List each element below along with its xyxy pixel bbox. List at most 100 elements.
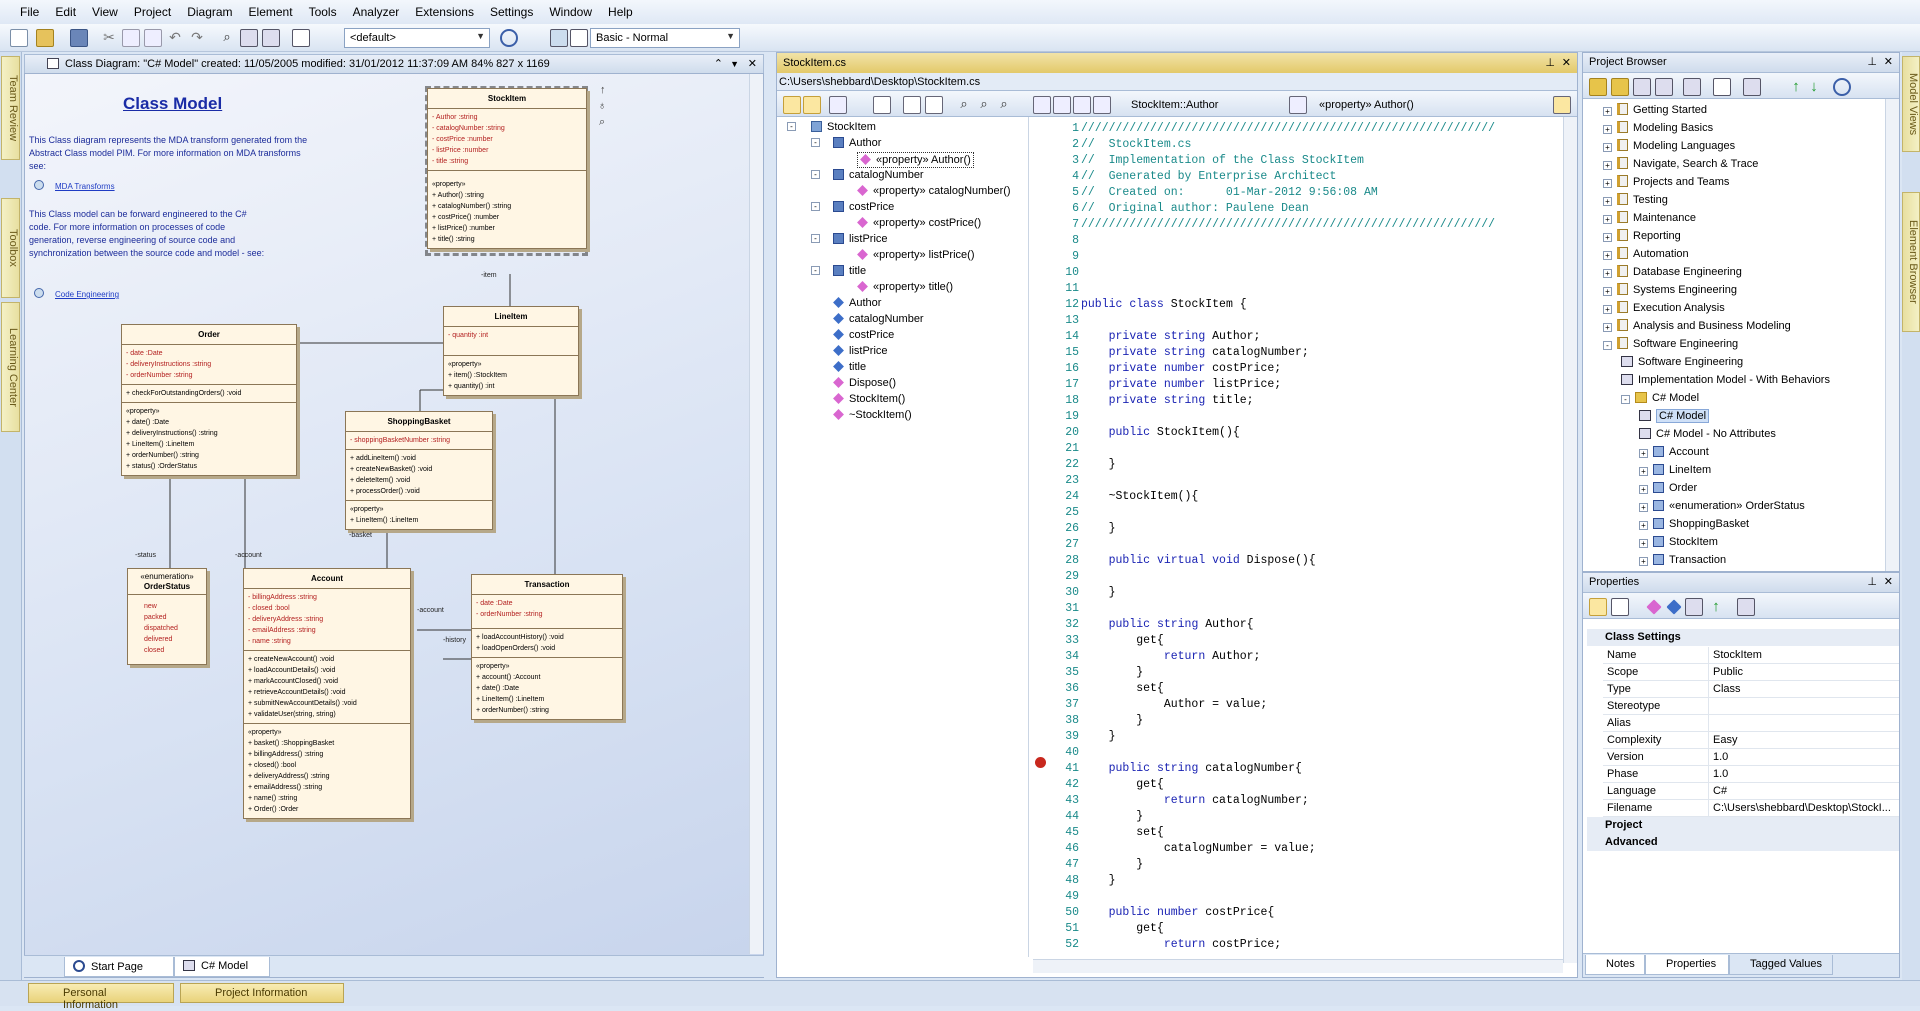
menu-project[interactable]: Project bbox=[133, 5, 172, 19]
collapse-icon[interactable]: - bbox=[811, 138, 820, 147]
expand-icon[interactable]: + bbox=[1639, 467, 1648, 476]
code-line[interactable]: } bbox=[1081, 874, 1116, 887]
pin-icon[interactable]: ⊥ bbox=[1867, 56, 1877, 68]
code-line[interactable]: return Author; bbox=[1163, 650, 1261, 663]
tree-node-field[interactable]: Author bbox=[833, 136, 881, 150]
tree-node-member[interactable]: listPrice bbox=[833, 344, 888, 358]
code-line[interactable]: } bbox=[1081, 858, 1144, 871]
zoom-icon[interactable]: ⌕ bbox=[223, 29, 231, 44]
browser-item[interactable]: +Testing bbox=[1603, 193, 1668, 207]
expand-icon[interactable]: + bbox=[1639, 485, 1648, 494]
code-line[interactable]: Author = value; bbox=[1081, 698, 1268, 711]
options-icon[interactable] bbox=[1737, 598, 1755, 616]
browser-item[interactable]: C# Model - No Attributes bbox=[1639, 427, 1776, 441]
code-hscroll[interactable] bbox=[1033, 959, 1563, 973]
browser-item[interactable]: +LineItem bbox=[1639, 463, 1711, 477]
code-editor[interactable]: ////////////////////////////////////////… bbox=[1081, 117, 1561, 957]
code-line[interactable]: ////////////////////////////////////////… bbox=[1081, 218, 1496, 231]
find-icon[interactable]: ⌕ bbox=[960, 96, 968, 111]
scroll-up-icon[interactable]: ↑ bbox=[600, 84, 606, 96]
browser-item[interactable]: +Execution Analysis bbox=[1603, 301, 1725, 315]
code-line[interactable]: set{ bbox=[1081, 826, 1164, 839]
expand-icon[interactable]: + bbox=[1603, 287, 1612, 296]
collapse-icon[interactable]: - bbox=[1621, 395, 1630, 404]
menu-file[interactable]: File bbox=[20, 5, 40, 19]
source-tab[interactable]: StockItem.cs⊥✕ bbox=[777, 53, 1577, 73]
menu-help[interactable]: Help bbox=[608, 5, 633, 19]
tree-node-class[interactable]: StockItem bbox=[811, 120, 876, 134]
category-advanced[interactable]: Advanced bbox=[1587, 834, 1899, 851]
class-order[interactable]: Order - date :Date - deliveryInstruction… bbox=[121, 324, 297, 476]
collapse-icon[interactable]: - bbox=[811, 202, 820, 211]
open-icon[interactable] bbox=[36, 29, 54, 47]
code-line[interactable]: private string Author; bbox=[1108, 330, 1261, 343]
code-line[interactable]: set{ bbox=[1081, 682, 1164, 695]
expand-icon[interactable]: + bbox=[1603, 125, 1612, 134]
tree-node-field[interactable]: costPrice bbox=[833, 200, 894, 214]
browser-item[interactable]: +Navigate, Search & Trace bbox=[1603, 157, 1758, 171]
tab-project-information[interactable]: Project Information bbox=[180, 983, 344, 1003]
code-line[interactable]: private number listPrice; bbox=[1108, 378, 1282, 391]
browser-item[interactable]: +Systems Engineering bbox=[1603, 283, 1737, 297]
browser-item[interactable]: +Modeling Basics bbox=[1603, 121, 1713, 135]
member-icon[interactable] bbox=[1666, 599, 1682, 615]
expand-icon[interactable]: + bbox=[1639, 557, 1648, 566]
class-orderstatus[interactable]: «enumeration»OrderStatus new packed disp… bbox=[127, 568, 207, 665]
magnify-icon[interactable]: ⌕ bbox=[599, 116, 606, 128]
tool2-icon[interactable] bbox=[1053, 96, 1071, 114]
code-line[interactable]: } bbox=[1081, 458, 1116, 471]
new-package-icon[interactable] bbox=[1589, 78, 1607, 96]
property-row[interactable]: Alias bbox=[1603, 715, 1899, 732]
browser-item[interactable]: Implementation Model - With Behaviors bbox=[1621, 373, 1830, 387]
expand-icon[interactable]: + bbox=[1639, 521, 1648, 530]
code-line[interactable]: return catalogNumber; bbox=[1163, 794, 1309, 807]
code-line[interactable]: public virtual void Dispose(){ bbox=[1108, 554, 1316, 567]
class-transaction[interactable]: Transaction - date :Date - orderNumber :… bbox=[471, 574, 623, 720]
tree-node-property[interactable]: «property» catalogNumber() bbox=[857, 184, 1011, 198]
close-icon[interactable]: ✕ bbox=[1883, 576, 1893, 588]
property-value[interactable]: 1.0 bbox=[1713, 751, 1729, 763]
link-code-engineering[interactable]: Code Engineering bbox=[55, 290, 120, 299]
menu-element[interactable]: Element bbox=[248, 5, 293, 19]
menu-extensions[interactable]: Extensions bbox=[415, 5, 474, 19]
tab-learning-center[interactable]: Learning Center bbox=[1, 302, 20, 432]
browser-vscroll[interactable] bbox=[1885, 99, 1899, 571]
expand-icon[interactable]: + bbox=[1603, 179, 1612, 188]
menu-settings[interactable]: Settings bbox=[489, 5, 534, 19]
expand-icon[interactable]: + bbox=[1603, 161, 1612, 170]
browser-item[interactable]: +Order bbox=[1639, 481, 1697, 495]
tree-node-member[interactable]: costPrice bbox=[833, 328, 894, 342]
tree-node-member[interactable]: Author bbox=[833, 296, 881, 310]
tree-node-method[interactable]: StockItem() bbox=[833, 392, 905, 406]
tree-node-property[interactable]: «property» Author() bbox=[857, 152, 974, 168]
browser-item[interactable]: C# Model bbox=[1639, 409, 1710, 423]
code-line[interactable]: public class StockItem { bbox=[1081, 298, 1247, 311]
edit-icon[interactable] bbox=[873, 96, 891, 114]
sort-icon[interactable] bbox=[1611, 598, 1629, 616]
paste-icon[interactable] bbox=[144, 29, 162, 47]
browser-item[interactable]: +Maintenance bbox=[1603, 211, 1696, 225]
menu-analyzer[interactable]: Analyzer bbox=[352, 5, 400, 19]
find-icon[interactable] bbox=[240, 29, 258, 47]
move-up-icon[interactable]: ↑ bbox=[1792, 78, 1800, 95]
property-value[interactable]: Easy bbox=[1713, 734, 1738, 746]
code-line[interactable]: get{ bbox=[1081, 634, 1164, 647]
menu-window[interactable]: Window bbox=[549, 5, 593, 19]
browser-item[interactable]: +Modeling Languages bbox=[1603, 139, 1735, 153]
expand-icon[interactable]: + bbox=[1603, 323, 1612, 332]
document-icon[interactable] bbox=[1713, 78, 1731, 96]
property-value[interactable]: StockItem bbox=[1713, 649, 1762, 661]
link-icon[interactable]: ♁ bbox=[598, 100, 607, 112]
editor-gutter[interactable] bbox=[1033, 117, 1081, 957]
package-control-icon[interactable] bbox=[1743, 78, 1761, 96]
browser-options-icon[interactable] bbox=[1683, 78, 1701, 96]
tab-team-review[interactable]: Team Review bbox=[1, 56, 20, 160]
diagram-vscroll[interactable] bbox=[749, 74, 763, 954]
browser-item[interactable]: +Automation bbox=[1603, 247, 1689, 261]
browser-item[interactable]: +«enumeration» OrderStatus bbox=[1639, 499, 1805, 513]
find-prev-icon[interactable]: ⌕ bbox=[1000, 96, 1008, 111]
browser-item[interactable]: -Software Engineering bbox=[1603, 337, 1738, 351]
expand-icon[interactable]: + bbox=[1603, 143, 1612, 152]
